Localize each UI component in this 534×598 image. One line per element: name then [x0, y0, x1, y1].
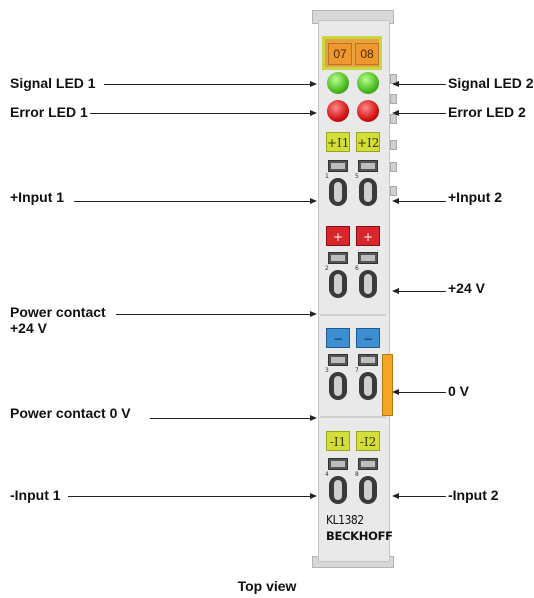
- label-zero-v: 0 V: [448, 383, 470, 399]
- leader-power-contact-0v: [150, 418, 314, 419]
- label-signal-led-2: Signal LED 2: [448, 75, 534, 91]
- label-power-contact-0v: Power contact 0 V: [10, 405, 131, 421]
- label-plus-24v: +24 V: [448, 280, 485, 296]
- label-error-led-2: Error LED 2: [448, 104, 526, 120]
- arrow-power-contact-24v: [310, 311, 317, 317]
- terminal-1: 1: [325, 160, 349, 206]
- arrow-input-1: [310, 198, 317, 204]
- label-holder: 07 08: [322, 36, 382, 70]
- separator-1: [320, 314, 386, 316]
- tag-left: 07: [328, 43, 352, 65]
- arrow-error-led-1: [310, 110, 317, 116]
- arrow-neg-input-1: [310, 493, 317, 499]
- side-tick: [390, 140, 397, 150]
- leader-error-led-1: [90, 113, 314, 114]
- separator-2: [320, 416, 386, 418]
- terminal-4: 4: [325, 458, 349, 504]
- pill-neg-input-2: -I2: [356, 431, 380, 451]
- leader-neg-input-1: [68, 496, 314, 497]
- signal-led-2: [357, 72, 379, 94]
- leader-signal-led-2: [394, 84, 446, 85]
- label-power-contact-24v-line1: Power contact: [10, 304, 106, 320]
- arrow-signal-led-1: [310, 81, 317, 87]
- leader-plus-24v: [394, 291, 446, 292]
- signal-led-1: [327, 72, 349, 94]
- label-neg-input-1: -Input 1: [10, 487, 61, 503]
- leader-neg-input-2: [394, 496, 446, 497]
- terminal-2: 2: [325, 252, 349, 298]
- label-power-contact-24v-line2: +24 V: [10, 320, 47, 336]
- label-error-led-1: Error LED 1: [10, 104, 88, 120]
- side-tick: [390, 186, 397, 196]
- error-led-1: [327, 100, 349, 122]
- leader-signal-led-1: [104, 84, 314, 85]
- label-input-1: +Input 1: [10, 189, 65, 205]
- error-led-2: [357, 100, 379, 122]
- tag-right: 08: [355, 43, 379, 65]
- terminal-module: 07 08 +I1 +I2 1 5 + + 2 6 − − 3 7 -I1 -I…: [312, 10, 397, 570]
- power-contact-tab: [382, 354, 393, 416]
- pill-input-2: +I2: [356, 132, 380, 152]
- pill-minus-left: −: [326, 328, 350, 348]
- leader-input-1: [74, 201, 314, 202]
- terminal-8: 8: [355, 458, 379, 504]
- model-number: KL1382: [326, 513, 364, 527]
- pill-plus-left: +: [326, 226, 350, 246]
- pill-plus-right: +: [356, 226, 380, 246]
- label-neg-input-2: -Input 2: [448, 487, 499, 503]
- arrow-power-contact-0v: [310, 415, 317, 421]
- side-tick: [390, 162, 397, 172]
- pill-input-1: +I1: [326, 132, 350, 152]
- terminal-3: 3: [325, 354, 349, 400]
- terminal-5: 5: [355, 160, 379, 206]
- leader-input-2: [394, 201, 446, 202]
- leader-zero-v: [394, 392, 446, 393]
- brand-logo-text: BECKHOFF: [326, 529, 393, 543]
- leader-power-contact-24v: [116, 314, 314, 315]
- terminal-7: 7: [355, 354, 379, 400]
- side-tick: [390, 94, 397, 104]
- pill-minus-right: −: [356, 328, 380, 348]
- label-input-2: +Input 2: [448, 189, 503, 205]
- leader-error-led-2: [394, 113, 446, 114]
- label-signal-led-1: Signal LED 1: [10, 75, 96, 91]
- pill-neg-input-1: -I1: [326, 431, 350, 451]
- caption-top-view: Top view: [237, 578, 297, 594]
- terminal-6: 6: [355, 252, 379, 298]
